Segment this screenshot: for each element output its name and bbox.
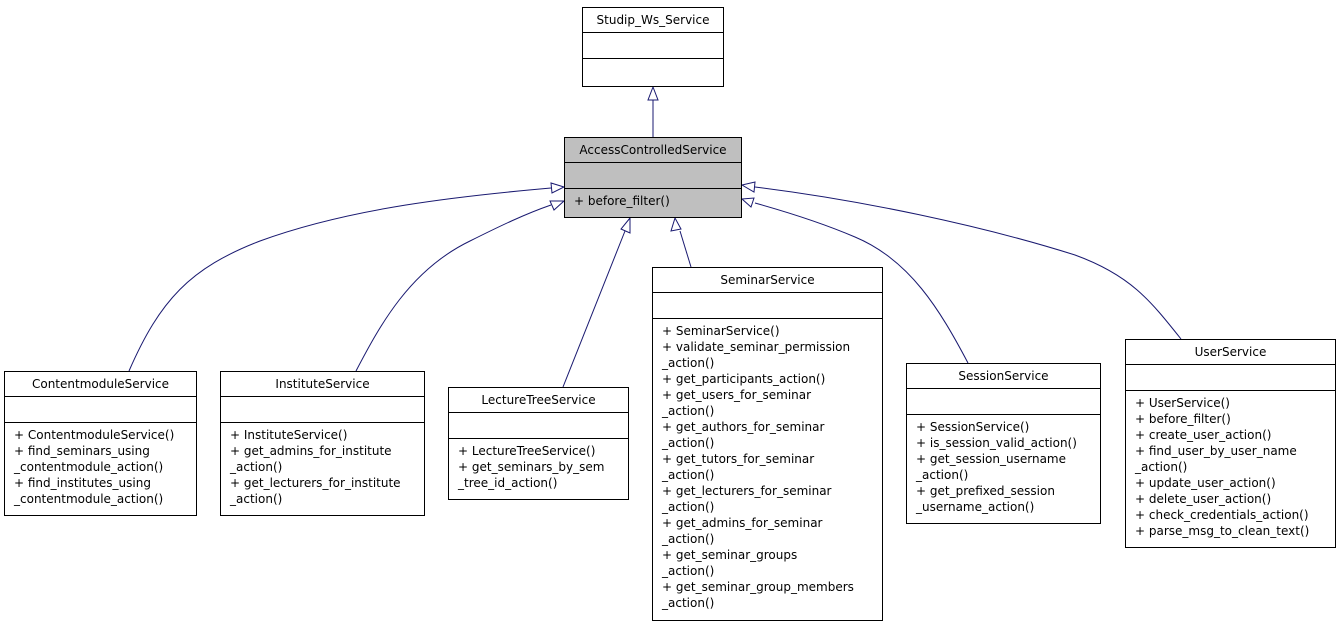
inheritance-arrowhead: [670, 216, 682, 232]
operations-section: + UserService() + before_filter() + crea…: [1126, 391, 1335, 539]
operation: + ContentmoduleService(): [14, 428, 175, 442]
operation: + find_institutes_using: [14, 476, 151, 490]
operation: + before_filter(): [574, 194, 670, 208]
attributes-section: [1126, 365, 1335, 391]
class-name: SessionService: [907, 364, 1100, 389]
operation: + get_session_username: [916, 452, 1066, 466]
operation: + update_user_action(): [1135, 476, 1276, 490]
class-access-controlled-service: AccessControlledService + before_filter(…: [564, 137, 742, 218]
class-seminar-service: SeminarService + SeminarService() + vali…: [652, 267, 883, 621]
operation: + before_filter(): [1135, 412, 1231, 426]
operation: _action(): [662, 596, 715, 610]
attributes-section: [653, 293, 882, 319]
operation: _action(): [662, 500, 715, 514]
operation: + LectureTreeService(): [458, 444, 596, 458]
operation: + get_lecturers_for_institute: [230, 476, 401, 490]
operation: _action(): [662, 564, 715, 578]
operation: + is_session_valid_action(): [916, 436, 1077, 450]
attributes-section: [565, 163, 741, 189]
class-institute-service: InstituteService + InstituteService() + …: [220, 371, 425, 516]
operations-section: + SessionService() + is_session_valid_ac…: [907, 415, 1100, 515]
operation: _action(): [662, 356, 715, 370]
attributes-section: [907, 389, 1100, 415]
inheritance-arrowhead: [549, 200, 566, 211]
operation: _action(): [1135, 460, 1188, 474]
attributes-section: [5, 397, 196, 423]
operation: _action(): [230, 460, 283, 474]
operations-section: + SeminarService() + validate_seminar_pe…: [653, 319, 882, 611]
class-name: AccessControlledService: [565, 138, 741, 163]
inheritance-arrowhead: [740, 181, 756, 193]
edge-institute-to-accesscontrolled: [355, 204, 552, 372]
class-studip-ws-service: Studip_Ws_Service: [582, 7, 724, 87]
operation: + get_seminar_groups: [662, 548, 798, 562]
class-name: LectureTreeService: [449, 388, 628, 413]
operation: + parse_msg_to_clean_text(): [1135, 524, 1310, 538]
edge-session-to-accesscontrolled: [754, 202, 969, 364]
inheritance-arrowhead: [740, 197, 755, 208]
operation: + InstituteService(): [230, 428, 348, 442]
inheritance-arrowhead: [550, 182, 566, 194]
operation: + create_user_action(): [1135, 428, 1272, 442]
class-name: SeminarService: [653, 268, 882, 293]
operations-section: + InstituteService() + get_admins_for_in…: [221, 423, 424, 507]
operations-section: [583, 59, 723, 63]
operation: + get_tutors_for_seminar: [662, 452, 815, 466]
edge-seminar-to-accesscontrolled: [679, 230, 692, 268]
edge-user-to-accesscontrolled: [754, 186, 1182, 340]
edge-lecturetree-to-accesscontrolled: [562, 230, 626, 388]
operation: _action(): [662, 404, 715, 418]
operation: + get_seminar_group_members: [662, 580, 854, 594]
class-name: ContentmoduleService: [5, 372, 196, 397]
operation: _action(): [662, 532, 715, 546]
attributes-section: [449, 413, 628, 439]
operation: _tree_id_action(): [458, 476, 558, 490]
operation: + get_participants_action(): [662, 372, 826, 386]
class-name: Studip_Ws_Service: [583, 8, 723, 33]
class-lecture-tree-service: LectureTreeService + LectureTreeService(…: [448, 387, 629, 500]
operation: + validate_seminar_permission: [662, 340, 851, 354]
operation: + get_lecturers_for_seminar: [662, 484, 832, 498]
operation: + delete_user_action(): [1135, 492, 1272, 506]
inheritance-arrowhead: [647, 85, 659, 101]
operation: _contentmodule_action(): [14, 460, 164, 474]
operation: + get_prefixed_session: [916, 484, 1055, 498]
operation: + check_credentials_action(): [1135, 508, 1309, 522]
operation: + SessionService(): [916, 420, 1030, 434]
operation: + get_authors_for_seminar: [662, 420, 825, 434]
class-name: UserService: [1126, 340, 1335, 365]
operation: _action(): [662, 468, 715, 482]
operation: + SeminarService(): [662, 324, 780, 338]
class-contentmodule-service: ContentmoduleService + ContentmoduleServ…: [4, 371, 197, 516]
operation: _username_action(): [916, 500, 1035, 514]
operation: + get_seminars_by_sem: [458, 460, 605, 474]
inheritance-arrowhead: [620, 216, 631, 234]
operations-section: + ContentmoduleService() + find_seminars…: [5, 423, 196, 507]
operation: + get_admins_for_seminar: [662, 516, 823, 530]
attributes-section: [221, 397, 424, 423]
edge-contentmodule-to-accesscontrolled: [128, 187, 552, 372]
operation: + get_admins_for_institute: [230, 444, 392, 458]
class-name: InstituteService: [221, 372, 424, 397]
operation: _action(): [230, 492, 283, 506]
class-user-service: UserService + UserService() + before_fil…: [1125, 339, 1336, 548]
attributes-section: [583, 33, 723, 59]
operation: + find_user_by_user_name: [1135, 444, 1297, 458]
operations-section: + before_filter(): [565, 189, 741, 209]
operation: _action(): [662, 436, 715, 450]
operation: + find_seminars_using: [14, 444, 150, 458]
class-session-service: SessionService + SessionService() + is_s…: [906, 363, 1101, 524]
operation: _action(): [916, 468, 969, 482]
operations-section: + LectureTreeService() + get_seminars_by…: [449, 439, 628, 491]
operation: + UserService(): [1135, 396, 1230, 410]
operation: _contentmodule_action(): [14, 492, 164, 506]
operation: + get_users_for_seminar: [662, 388, 812, 402]
